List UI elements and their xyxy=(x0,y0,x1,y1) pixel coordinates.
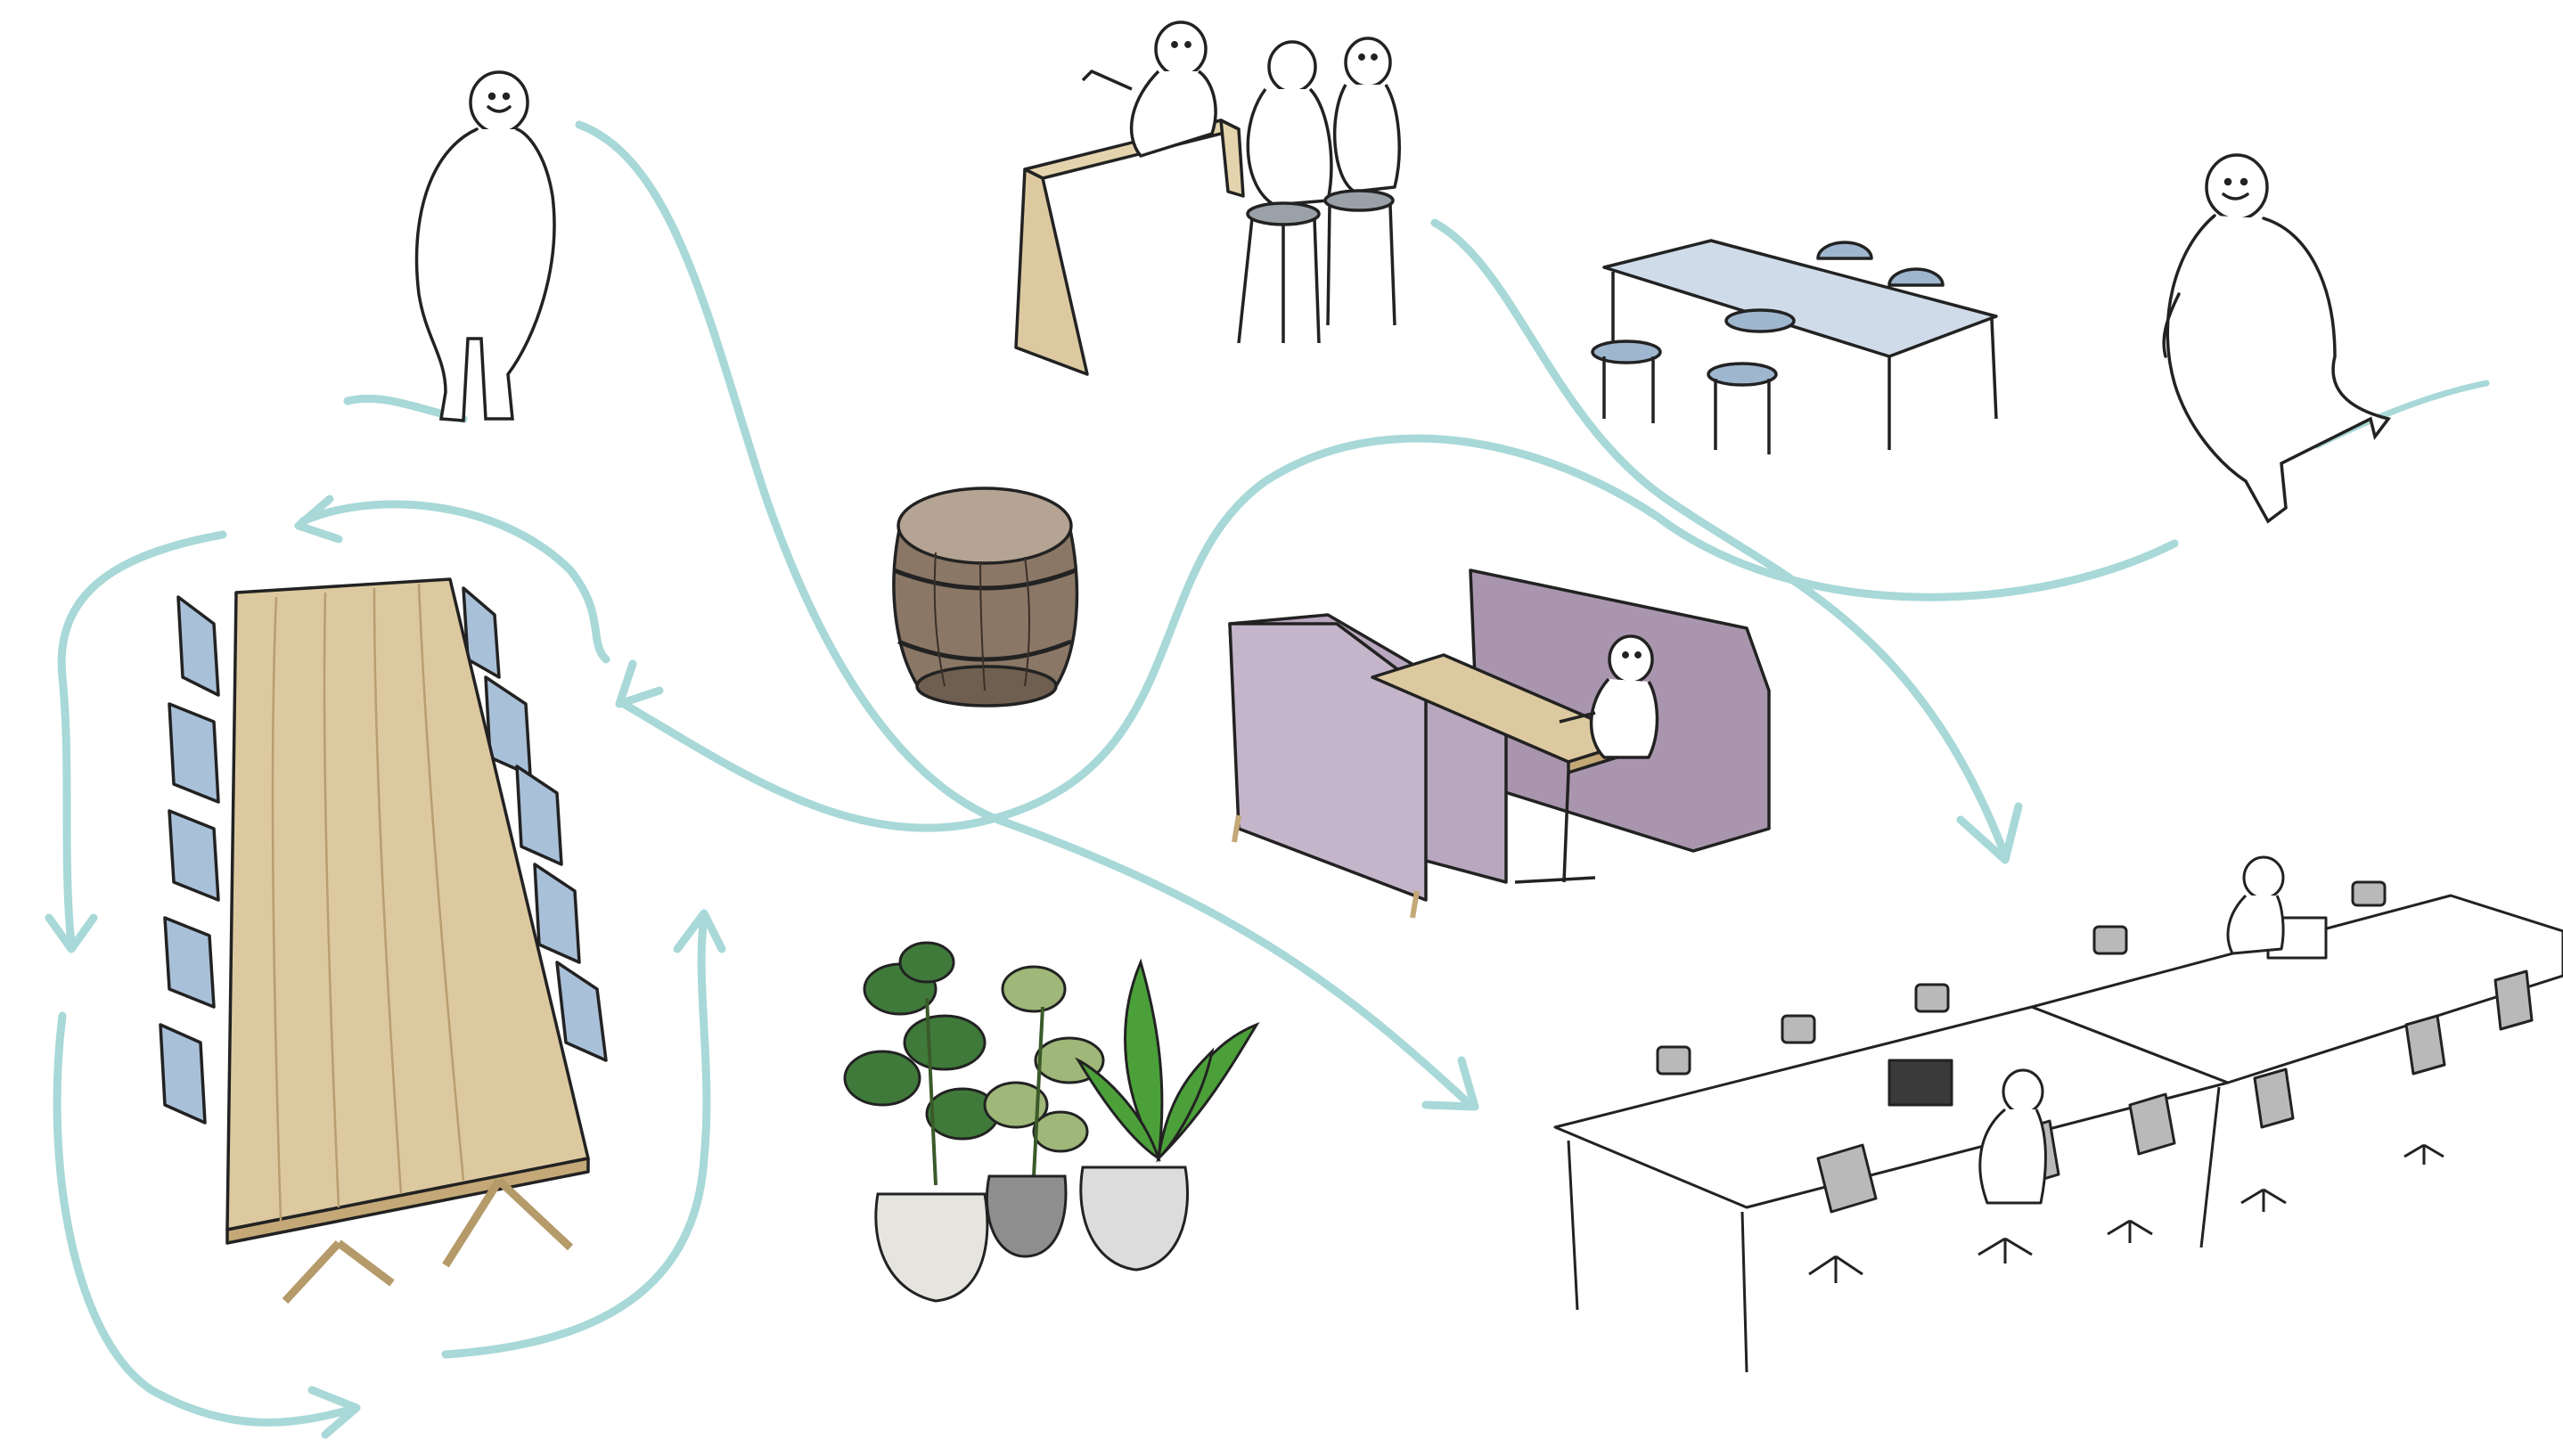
communal-table-top xyxy=(227,579,588,1230)
pot-right xyxy=(1081,1167,1188,1270)
pot-middle xyxy=(987,1176,1066,1256)
dining-table-top xyxy=(1604,241,1996,356)
walking-person xyxy=(2164,155,2388,521)
blue-chairs-left xyxy=(160,597,218,1123)
potted-plants xyxy=(845,943,1257,1301)
pot-left xyxy=(876,1194,987,1301)
laptop-front xyxy=(1889,1060,1952,1105)
wooden-barrel xyxy=(894,488,1077,706)
plant-light xyxy=(985,967,1103,1151)
plant-dark xyxy=(845,943,998,1139)
bar-table-group xyxy=(1016,22,1399,374)
dining-table-group xyxy=(1593,241,1996,454)
arrow-head-2 xyxy=(619,664,659,704)
workstation-desks xyxy=(1555,857,2563,1372)
communal-table-group xyxy=(160,579,606,1301)
standing-person xyxy=(417,72,554,421)
plant-bright xyxy=(1078,962,1257,1158)
meeting-booth xyxy=(1230,570,1769,918)
